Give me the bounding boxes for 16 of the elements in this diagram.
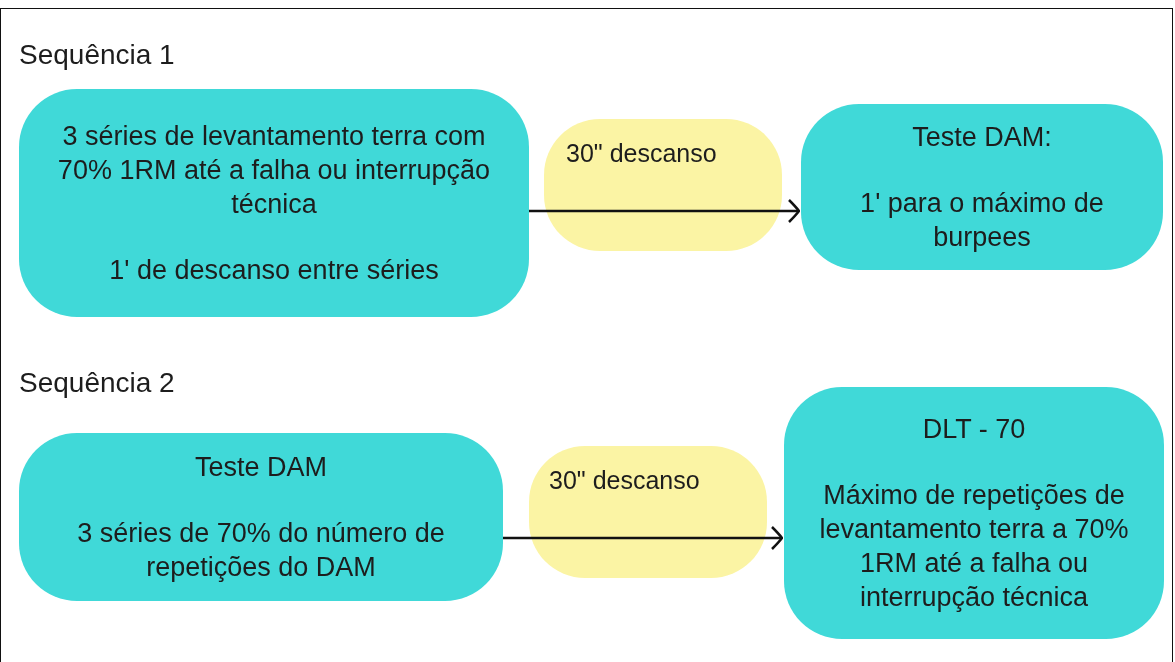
step-title: Teste DAM bbox=[194, 451, 327, 484]
step-box bbox=[19, 433, 503, 601]
step-text: Máximo de repetições de levantamento terra a 70% 1RM até a falha ou interrupção técnica bbox=[818, 479, 1130, 614]
sequence-heading: Sequência 2 bbox=[19, 367, 175, 399]
step-text: 1' para o máximo de burpees bbox=[859, 187, 1105, 254]
step-title: 3 séries de levantamento terra com 70% 1RM até a falha ou interrupção técnica bbox=[56, 120, 492, 221]
step-title: Teste DAM: bbox=[912, 121, 1052, 154]
sequence-heading: Sequência 1 bbox=[19, 39, 175, 71]
edge-label: 30" descanso bbox=[549, 466, 700, 495]
step-box bbox=[801, 104, 1163, 270]
step-box bbox=[784, 387, 1164, 639]
step-text: 1' de descanso entre séries bbox=[109, 254, 439, 287]
step-text: 3 séries de 70% do número de repetições do DAM bbox=[76, 517, 446, 584]
step-box bbox=[19, 89, 529, 317]
step-title: DLT - 70 bbox=[922, 413, 1026, 446]
edge-label: 30" descanso bbox=[566, 139, 717, 168]
